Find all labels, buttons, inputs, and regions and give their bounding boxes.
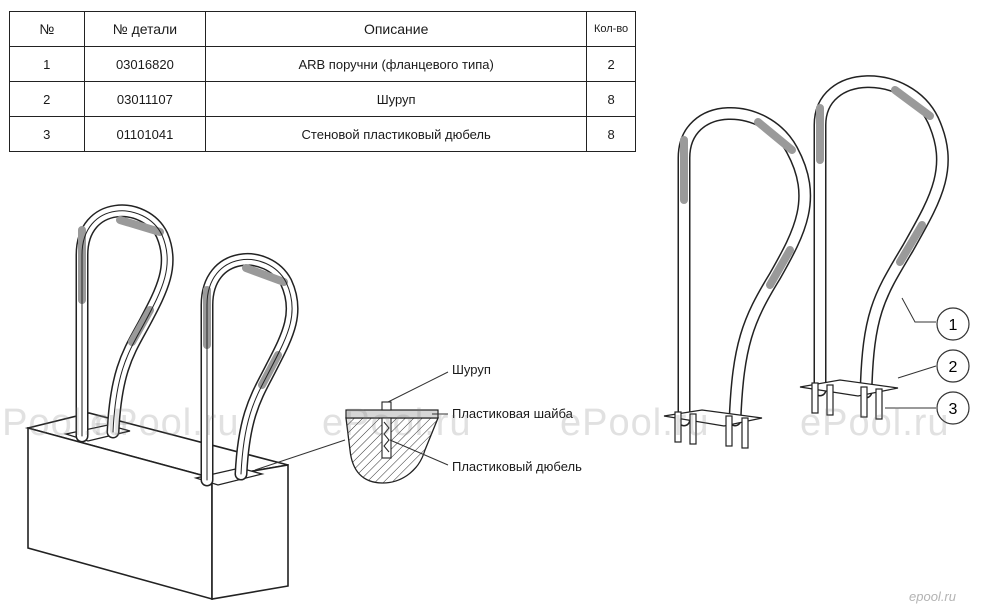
callout-anchor: Пластиковый дюбель [452, 459, 582, 474]
watermark: ePool.ru [560, 402, 710, 444]
row-description: ARB поручни (фланцевого типа) [205, 46, 588, 82]
brand-logo-text: epool.ru [909, 589, 956, 604]
row-part-number: 01101041 [83, 116, 207, 152]
header-no: № [9, 11, 85, 47]
row-quantity: 8 [586, 116, 636, 152]
header-quantity: Кол-во [586, 11, 636, 47]
rail-base-plates-right [663, 379, 899, 427]
handrail-right-front [677, 107, 812, 427]
watermark: ePool.ru [322, 402, 472, 444]
row-no: 3 [9, 116, 85, 152]
balloon-2: 2 [949, 359, 958, 376]
balloon-1: 1 [949, 317, 958, 334]
watermark: ePool.ru [0, 402, 130, 444]
row-quantity: 8 [586, 81, 636, 117]
callout-leaders [387, 371, 449, 466]
handrail-left-b [200, 253, 299, 487]
fasteners [674, 382, 883, 449]
balloon-3: 3 [949, 401, 958, 418]
anchor-detail [345, 401, 439, 484]
detail-leader-line [254, 439, 346, 471]
handrail-right-back [813, 75, 949, 399]
parts-table: № № детали Описание Кол-во 1 03016820 AR… [9, 11, 636, 152]
table-row: 2 03011107 Шуруп 8 [9, 81, 636, 117]
row-part-number: 03016820 [83, 46, 207, 82]
balloons [936, 307, 970, 425]
callout-screw: Шуруп [452, 362, 491, 377]
balloon-leaders [885, 297, 937, 409]
callout-washer: Пластиковая шайба [452, 406, 573, 421]
header-part-number: № детали [83, 11, 207, 47]
row-description: Стеновой пластиковый дюбель [205, 116, 588, 152]
handrail-left-a [75, 204, 174, 443]
table-row: 1 03016820 ARB поручни (фланцевого типа)… [9, 46, 636, 82]
row-quantity: 2 [586, 46, 636, 82]
row-description: Шуруп [205, 81, 588, 117]
watermark: ePool.ru [800, 402, 950, 444]
watermark: ePool.ru [90, 402, 240, 444]
screw-head [381, 401, 392, 411]
table-row: 3 01101041 Стеновой пластиковый дюбель 8 [9, 116, 636, 152]
plastic-anchor [381, 417, 392, 459]
concrete-block [24, 412, 289, 601]
table-header-row: № № детали Описание Кол-во [9, 11, 636, 47]
